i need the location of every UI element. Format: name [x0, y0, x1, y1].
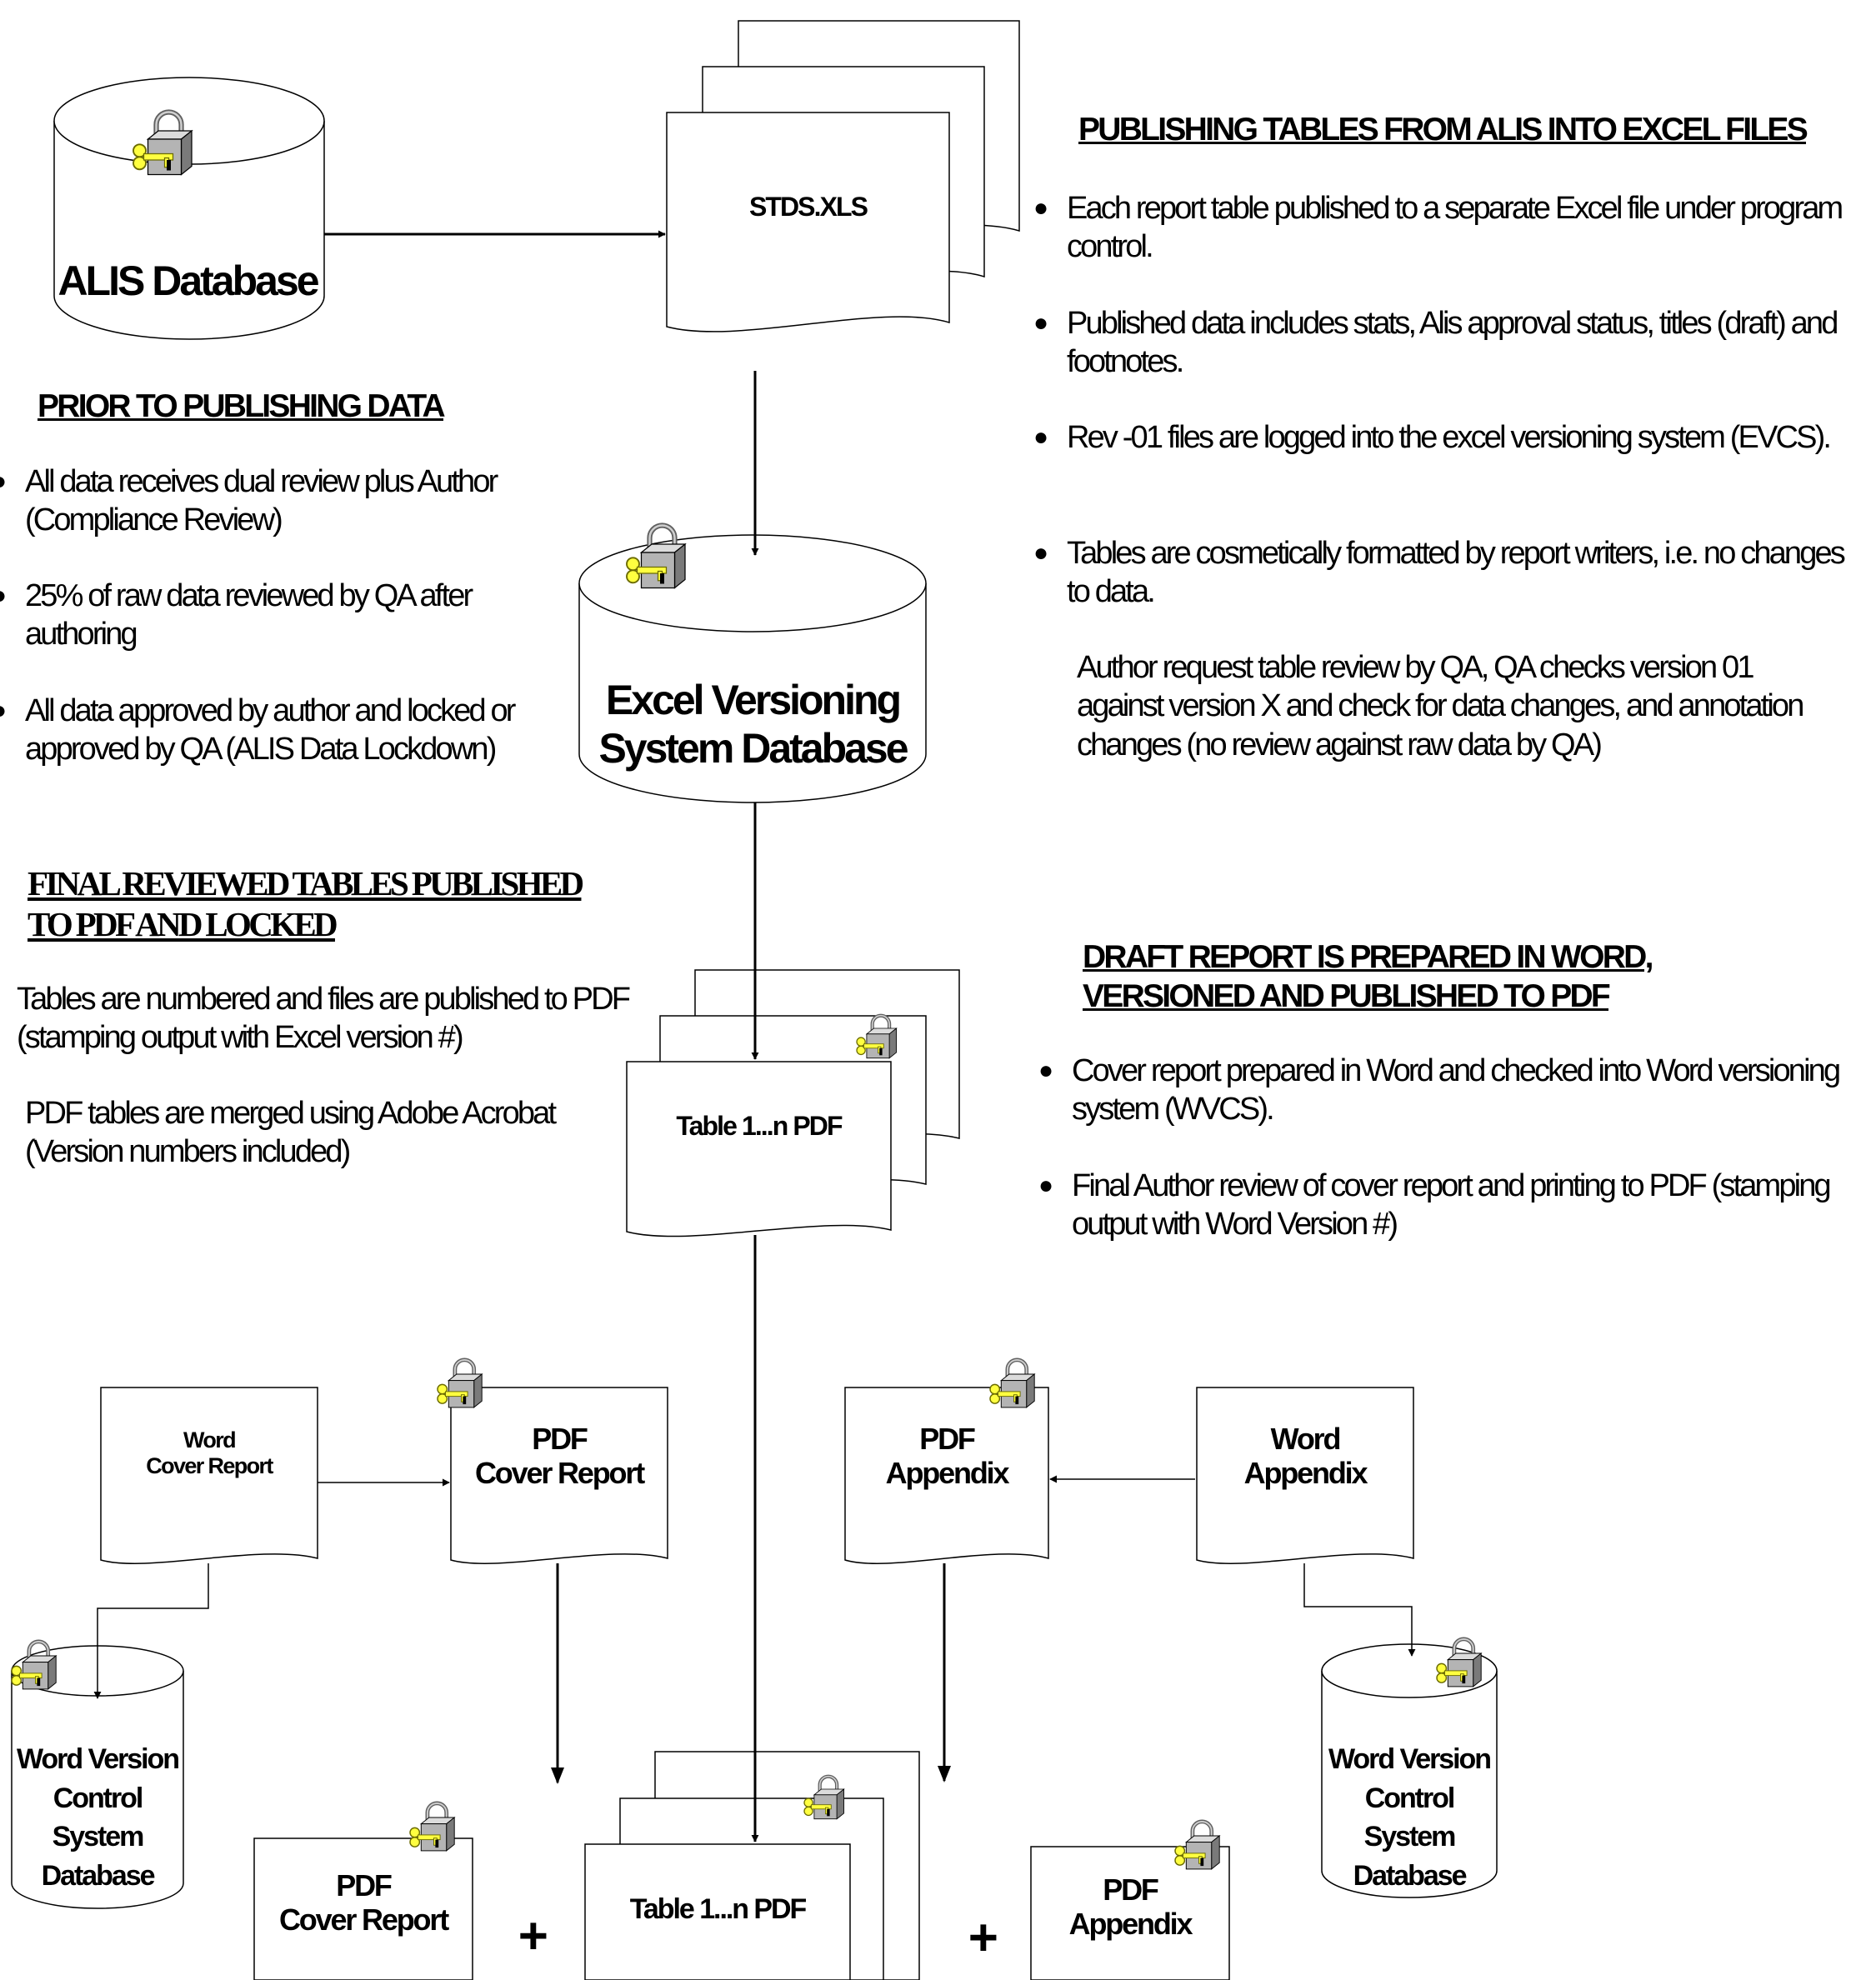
bullet-text: Cover report prepared in Word and checke…	[1072, 1053, 1841, 1128]
bullet-icon: ●	[0, 577, 7, 615]
stds-xls-document-stack	[666, 20, 1020, 332]
heading-line: FINAL REVIEWED TABLES PUBLISHED	[28, 864, 584, 902]
list-item: ● 25% of raw data reviewed by QA after a…	[0, 577, 558, 654]
list-item: ● All data receives dual review plus Aut…	[0, 462, 608, 540]
label-line: Word	[1270, 1422, 1342, 1456]
pdf-appendix-label: PDF Appendix	[845, 1422, 1048, 1491]
bullet-text: Rev -01 files are logged into the excel …	[1067, 420, 1832, 455]
list-item: ● Final Author review of cover report an…	[1035, 1167, 1855, 1244]
label-line: PDF	[336, 1868, 393, 1902]
bullet-icon: ●	[1033, 309, 1048, 337]
stds-xls-label: STDS.XLS	[748, 192, 868, 222]
bullet-icon: ●	[1038, 1172, 1053, 1199]
bullet-text: All data approved by author and locked o…	[25, 693, 516, 768]
label-line: Database	[1353, 1859, 1468, 1892]
evcs-database-label: Excel Versioning System Database	[583, 677, 922, 772]
label-line: Word Version	[16, 1743, 180, 1775]
pdf-cover-report-label: PDF Cover Report	[451, 1422, 668, 1491]
prior-to-publishing-heading: PRIOR TO PUBLISHING DATA	[38, 388, 446, 424]
final-pdf-cover-report-label: PDF Cover Report	[254, 1868, 473, 1938]
final-reviewed-item: Tables are numbered and files are publis…	[17, 982, 631, 1056]
plus-operator: +	[968, 1909, 998, 1967]
label-line: System	[52, 1821, 145, 1853]
bullet-text: All data receives dual review plus Autho…	[25, 464, 498, 538]
heading-line: TO PDF AND LOCKED	[28, 905, 338, 944]
word-vcs-database-left-cylinder	[11, 1645, 184, 1909]
list-item: ● Tables are cosmetically formatted by r…	[1030, 534, 1867, 612]
label-line: Appendix	[1068, 1907, 1193, 1942]
label-line: Word Version	[1328, 1743, 1492, 1775]
label-line: PDF	[532, 1422, 588, 1456]
word-appendix-label: Word Appendix	[1197, 1422, 1413, 1491]
list-item: ● Each report table published to a separ…	[1030, 189, 1867, 267]
final-tables-pdf-label: Table 1...n PDF	[629, 1893, 808, 1925]
bullet-text: 25% of raw data reviewed by QA after aut…	[25, 578, 473, 652]
list-item: ● All data approved by author and locked…	[0, 692, 625, 769]
alis-database-cylinder	[53, 77, 325, 340]
tables-pdf-document-stack	[626, 969, 960, 1238]
list-item: ● Published data includes stats, Alis ap…	[1030, 304, 1867, 382]
arrow-word-appendix-to-db	[1303, 1563, 1416, 1657]
connectors	[93, 230, 1416, 1842]
plus-operator: +	[518, 1908, 548, 1965]
publishing-tables-heading: PUBLISHING TABLES FROM ALIS INTO EXCEL F…	[1078, 112, 1808, 148]
lock-icon	[1175, 1822, 1219, 1869]
bullet-icon: ●	[0, 692, 7, 730]
label-line: Control	[53, 1782, 144, 1814]
qa-review-note: Author request table review by QA, QA ch…	[1077, 650, 1804, 762]
arrow-word-cover-to-db	[93, 1563, 209, 1699]
list-item: ● Cover report prepared in Word and chec…	[1035, 1052, 1855, 1129]
tables-pdf-label: Table 1...n PDF	[676, 1111, 843, 1141]
final-reviewed-item: PDF tables are merged using Adobe Acroba…	[25, 1096, 557, 1170]
word-appendix-document	[1196, 1387, 1414, 1564]
bullet-icon: ●	[1033, 539, 1048, 567]
list-item: ● Rev -01 files are logged into the exce…	[1030, 418, 1867, 457]
word-cover-report-document	[100, 1387, 318, 1564]
draft-report-heading: DRAFT REPORT IS PREPARED IN WORD, VERSIO…	[1083, 938, 1653, 1017]
final-pdf-cover-report-document	[253, 1838, 473, 1980]
label-line: Cover Report	[278, 1902, 449, 1938]
heading-line: DRAFT REPORT IS PREPARED IN WORD,	[1083, 939, 1653, 975]
word-vcs-db-right-label: Word Version Control System Database	[1322, 1740, 1497, 1895]
label-line: Appendix	[885, 1456, 1010, 1491]
bullet-text: Published data includes stats, Alis appr…	[1067, 306, 1838, 380]
evcs-label-line1: Excel Versioning	[605, 677, 902, 723]
bullet-icon: ●	[0, 462, 7, 501]
bullet-text: Final Author review of cover report and …	[1072, 1168, 1832, 1242]
label-line: PDF	[1103, 1872, 1159, 1907]
final-pdf-appendix-document	[1030, 1846, 1230, 1980]
final-tables-pdf-document-stack	[584, 1751, 920, 1980]
final-reviewed-heading: FINAL REVIEWED TABLES PUBLISHED TO PDF A…	[28, 863, 584, 945]
word-cover-report-label: Word Cover Report	[101, 1428, 318, 1479]
lock-icon	[438, 1360, 482, 1408]
evcs-label-line2: System Database	[598, 724, 908, 772]
lock-icon	[410, 1803, 454, 1851]
label-line: Appendix	[1243, 1456, 1368, 1491]
pdf-cover-report-document	[450, 1387, 668, 1564]
bullet-text: Tables are cosmetically formatted by rep…	[1067, 536, 1846, 610]
alis-database-label: ALIS Database	[58, 258, 319, 304]
bullet-text: Each report table published to a separat…	[1067, 191, 1843, 265]
heading-line: VERSIONED AND PUBLISHED TO PDF	[1083, 978, 1611, 1014]
label-line: Word	[183, 1428, 237, 1452]
lock-icon	[990, 1360, 1034, 1408]
bullet-icon: ●	[1033, 423, 1048, 451]
pdf-appendix-document	[844, 1387, 1049, 1564]
label-line: Cover Report	[474, 1456, 645, 1491]
bullet-icon: ●	[1033, 194, 1048, 222]
label-line: Database	[41, 1859, 156, 1892]
word-vcs-db-left-label: Word Version Control System Database	[12, 1740, 183, 1895]
label-line: System	[1363, 1821, 1457, 1853]
final-pdf-appendix-label: PDF Appendix	[1031, 1872, 1229, 1942]
label-line: Control	[1364, 1782, 1456, 1814]
bullet-icon: ●	[1038, 1057, 1053, 1084]
label-line: PDF	[919, 1422, 976, 1456]
label-line: Cover Report	[146, 1453, 273, 1479]
